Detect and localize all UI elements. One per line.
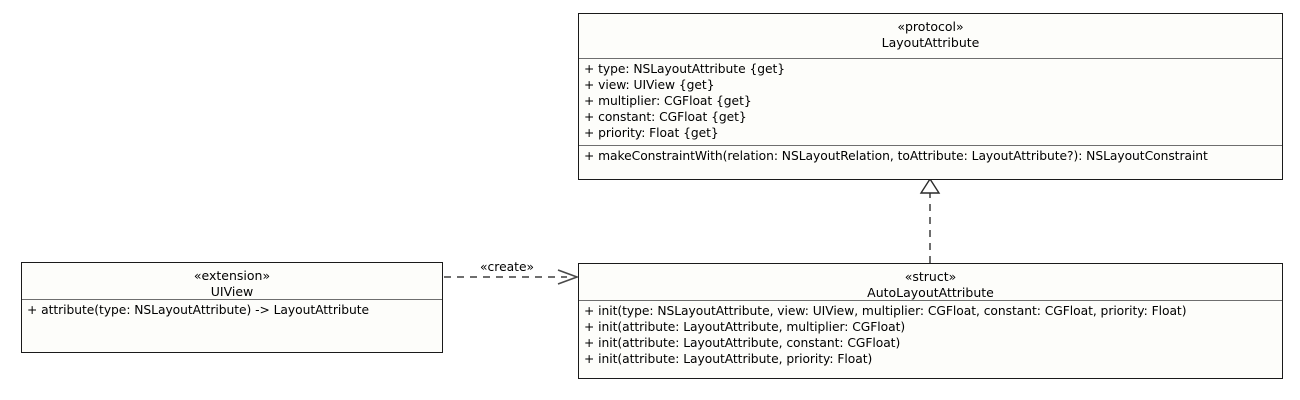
attributes-compartment: + type: NSLayoutAttribute {get} + view: …	[579, 59, 1282, 145]
operation-row: + init(attribute: LayoutAttribute, multi…	[584, 320, 906, 334]
operation-row: + init(type: NSLayoutAttribute, view: UI…	[584, 304, 1187, 318]
operation-row: + init(attribute: LayoutAttribute, const…	[584, 336, 901, 350]
operations-compartment: + makeConstraintWith(relation: NSLayoutR…	[579, 145, 1282, 179]
class-header-layout-attribute: «protocol» LayoutAttribute	[579, 14, 1282, 59]
class-name-label: LayoutAttribute	[881, 35, 980, 50]
class-name-label: UIView	[210, 284, 254, 299]
operation-row: + makeConstraintWith(relation: NSLayoutR…	[584, 149, 1208, 163]
class-name-label: AutoLayoutAttribute	[867, 285, 994, 300]
class-box-layout-attribute[interactable]: «protocol» LayoutAttribute + type: NSLay…	[578, 13, 1283, 180]
dependency-label: «create»	[480, 260, 535, 274]
operations-compartment: + init(type: NSLayoutAttribute, view: UI…	[579, 301, 1282, 378]
operation-row: + init(attribute: LayoutAttribute, prior…	[584, 352, 873, 366]
stereotype-label: «protocol»	[897, 19, 964, 34]
attribute-row: + priority: Float {get}	[584, 126, 719, 140]
realization-triangle	[919, 177, 941, 194]
operation-row: + attribute(type: NSLayoutAttribute) -> …	[27, 303, 369, 317]
class-box-auto-layout-attribute[interactable]: «struct» AutoLayoutAttribute + init(type…	[578, 263, 1283, 379]
attribute-row: + type: NSLayoutAttribute {get}	[584, 62, 786, 76]
stereotype-label: «extension»	[193, 268, 271, 283]
attribute-row: + multiplier: CGFloat {get}	[584, 94, 752, 108]
stereotype-label: «struct»	[904, 269, 957, 284]
attribute-row: + view: UIView {get}	[584, 78, 715, 92]
class-box-uiview[interactable]: «extension» UIView + attribute(type: NSL…	[21, 262, 443, 353]
class-header-auto-layout-attribute: «struct» AutoLayoutAttribute	[579, 264, 1282, 301]
operations-compartment: + attribute(type: NSLayoutAttribute) -> …	[22, 300, 442, 352]
class-header-uiview: «extension» UIView	[22, 263, 442, 300]
attribute-row: + constant: CGFloat {get}	[584, 110, 747, 124]
dependency-arrowhead	[557, 269, 580, 285]
